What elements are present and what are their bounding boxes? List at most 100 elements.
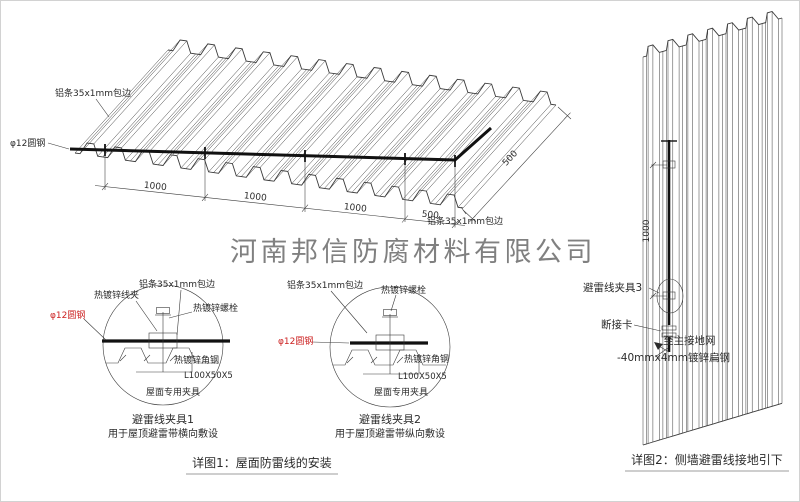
detail1-clamp-body	[148, 332, 178, 349]
detail2-clamp-body	[375, 334, 405, 351]
detail2-title: 避雷线夹具2	[359, 412, 421, 426]
sheet-rib-line	[107, 54, 201, 158]
sheet-rib-line	[130, 57, 224, 162]
sheet-rib-line	[351, 89, 446, 193]
detail2-strip-label: 铝条35x1mm包边	[287, 279, 363, 291]
sheet-rib-line	[180, 64, 275, 169]
sheet-rib-line	[121, 44, 215, 149]
detail2-angle-label: 热镀锌角钢	[404, 353, 449, 365]
sheet-rib-line	[157, 61, 252, 165]
sheet-rib-line	[426, 87, 520, 192]
wall-disconnect-plate-a	[661, 325, 677, 331]
wall-corrugated-sheet	[642, 10, 783, 446]
sheet-rib-line	[204, 56, 298, 160]
detail1-strip-label: 铝条35x1mm包边	[139, 278, 215, 290]
detail1-bolt-label: 热镀锌螺栓	[193, 302, 238, 314]
detail2-bolt-label: 热镀锌螺栓	[381, 284, 426, 296]
sheet-rib-line	[79, 50, 174, 154]
wall-disconnect-plate-b	[661, 332, 677, 338]
sheet-rib-line	[291, 80, 385, 184]
sheet-rib-line	[125, 56, 219, 161]
sheet-rib-line	[176, 52, 271, 156]
wall-disconnect-label: 断接卡	[601, 318, 633, 331]
sheet-rib-line	[149, 48, 243, 152]
sheet-rib-line	[236, 72, 330, 177]
roof-dim-1000-b: 1000	[243, 191, 267, 203]
sheet-rib-line	[273, 78, 368, 182]
sheet-rib-line	[347, 88, 441, 192]
sheet-rib-line	[280, 67, 375, 171]
detail1-angle-size-label: L100X50X5	[184, 371, 233, 381]
sheet-rib-line	[241, 73, 335, 177]
sheet-rib-line	[218, 70, 312, 174]
roof-dim-1000-c: 1000	[343, 202, 367, 214]
sheet-rib-line	[336, 75, 430, 179]
roof-corrugated-sheet	[74, 39, 557, 209]
detail1-wire-clip-label: 热镀锌线夹	[94, 289, 139, 301]
sheet-rib-line	[398, 83, 492, 188]
sheet-rib-line	[225, 59, 319, 163]
sheet-rib-line	[374, 92, 469, 196]
sheet-rib-line	[135, 58, 229, 162]
sheet-rib-line	[430, 100, 524, 204]
roof-side-dim	[462, 106, 572, 223]
wall-clamp-lower	[662, 291, 676, 300]
sheet-rib-line	[370, 80, 465, 184]
wall-flat-steel-label: -40mmx4mm镀锌扁钢	[617, 351, 730, 364]
detail2-roof-section	[333, 349, 446, 366]
company-watermark: 河南邦信防腐材料有限公司	[230, 237, 596, 268]
roof-rod-label: φ12圆钢	[10, 137, 45, 149]
sheet-rib-line	[259, 64, 354, 168]
sheet-rib-line	[419, 86, 513, 191]
sheet-rib-line	[329, 85, 423, 190]
wall-to-ground-label: 至主接地网	[663, 334, 716, 347]
detail1-rod-label: φ12圆钢	[50, 309, 85, 321]
sheet-rib-line	[391, 83, 486, 187]
detail1-roof-section	[106, 347, 219, 364]
roof-rod-leader	[47, 142, 70, 150]
sheet-rib-line	[447, 90, 541, 195]
sheet-rib-line	[142, 47, 236, 151]
wall-bottom-edge	[642, 402, 783, 446]
detail1-angle-label: 热镀锌角钢	[174, 354, 219, 366]
sheet-rib-line	[213, 69, 307, 173]
wall-top-edge	[642, 10, 783, 58]
sheet-rib-line	[435, 100, 529, 205]
roof-side-dim-label: 500	[501, 149, 520, 169]
roof-strip-label-top: 铝条35x1mm包边	[55, 87, 131, 99]
sheet-rib-line	[74, 49, 169, 154]
wall-clamp3-label: 避雷线夹具3	[583, 281, 642, 294]
sheet-rib-line	[153, 60, 247, 165]
caption-detail2: 详图2：侧墙避雷线接地引下	[631, 452, 783, 467]
sheet-rib-line	[102, 53, 196, 158]
sheet-rib-line	[343, 76, 437, 180]
wall-clamp-upper	[662, 160, 676, 169]
detail2-angle-size-label: L100X50X5	[398, 372, 447, 382]
sheet-rib-line	[162, 62, 257, 166]
detail1-leader-lines	[83, 289, 193, 341]
detail2-circle	[329, 286, 451, 408]
sheet-rib-line	[412, 97, 506, 201]
roof-dim-extension-lines	[104, 153, 456, 228]
sheet-rib-line	[457, 104, 552, 208]
roof-dim-500: 500	[421, 210, 439, 222]
sheet-rib-line	[319, 84, 413, 188]
roof-strip-label-bottom: 铝条35x1mm包边	[427, 215, 503, 227]
wall-ground-arrowhead	[654, 342, 663, 350]
wall-dim-lines	[649, 161, 667, 300]
sheet-rib-line	[253, 63, 347, 167]
sheet-rib-line	[197, 55, 292, 159]
sheet-rib-line	[440, 101, 534, 205]
detail2-angle-steel	[363, 354, 420, 375]
sheet-rib-line	[315, 72, 409, 176]
sheet-rib-line	[407, 96, 501, 201]
detail2-hatching	[346, 356, 404, 364]
sheet-rib-line	[114, 43, 208, 148]
roof-dim-ticks	[101, 182, 459, 229]
sheet-rib-line	[296, 81, 390, 185]
sheet-rib-line	[301, 81, 395, 186]
detail2-rod-label: φ12圆钢	[278, 335, 313, 347]
wall-annotation-group: 1000 避雷线夹具3 断接卡 至主接地网 -40mmx4mm镀锌扁钢	[583, 140, 730, 364]
detail2-leader-lines	[311, 290, 397, 344]
